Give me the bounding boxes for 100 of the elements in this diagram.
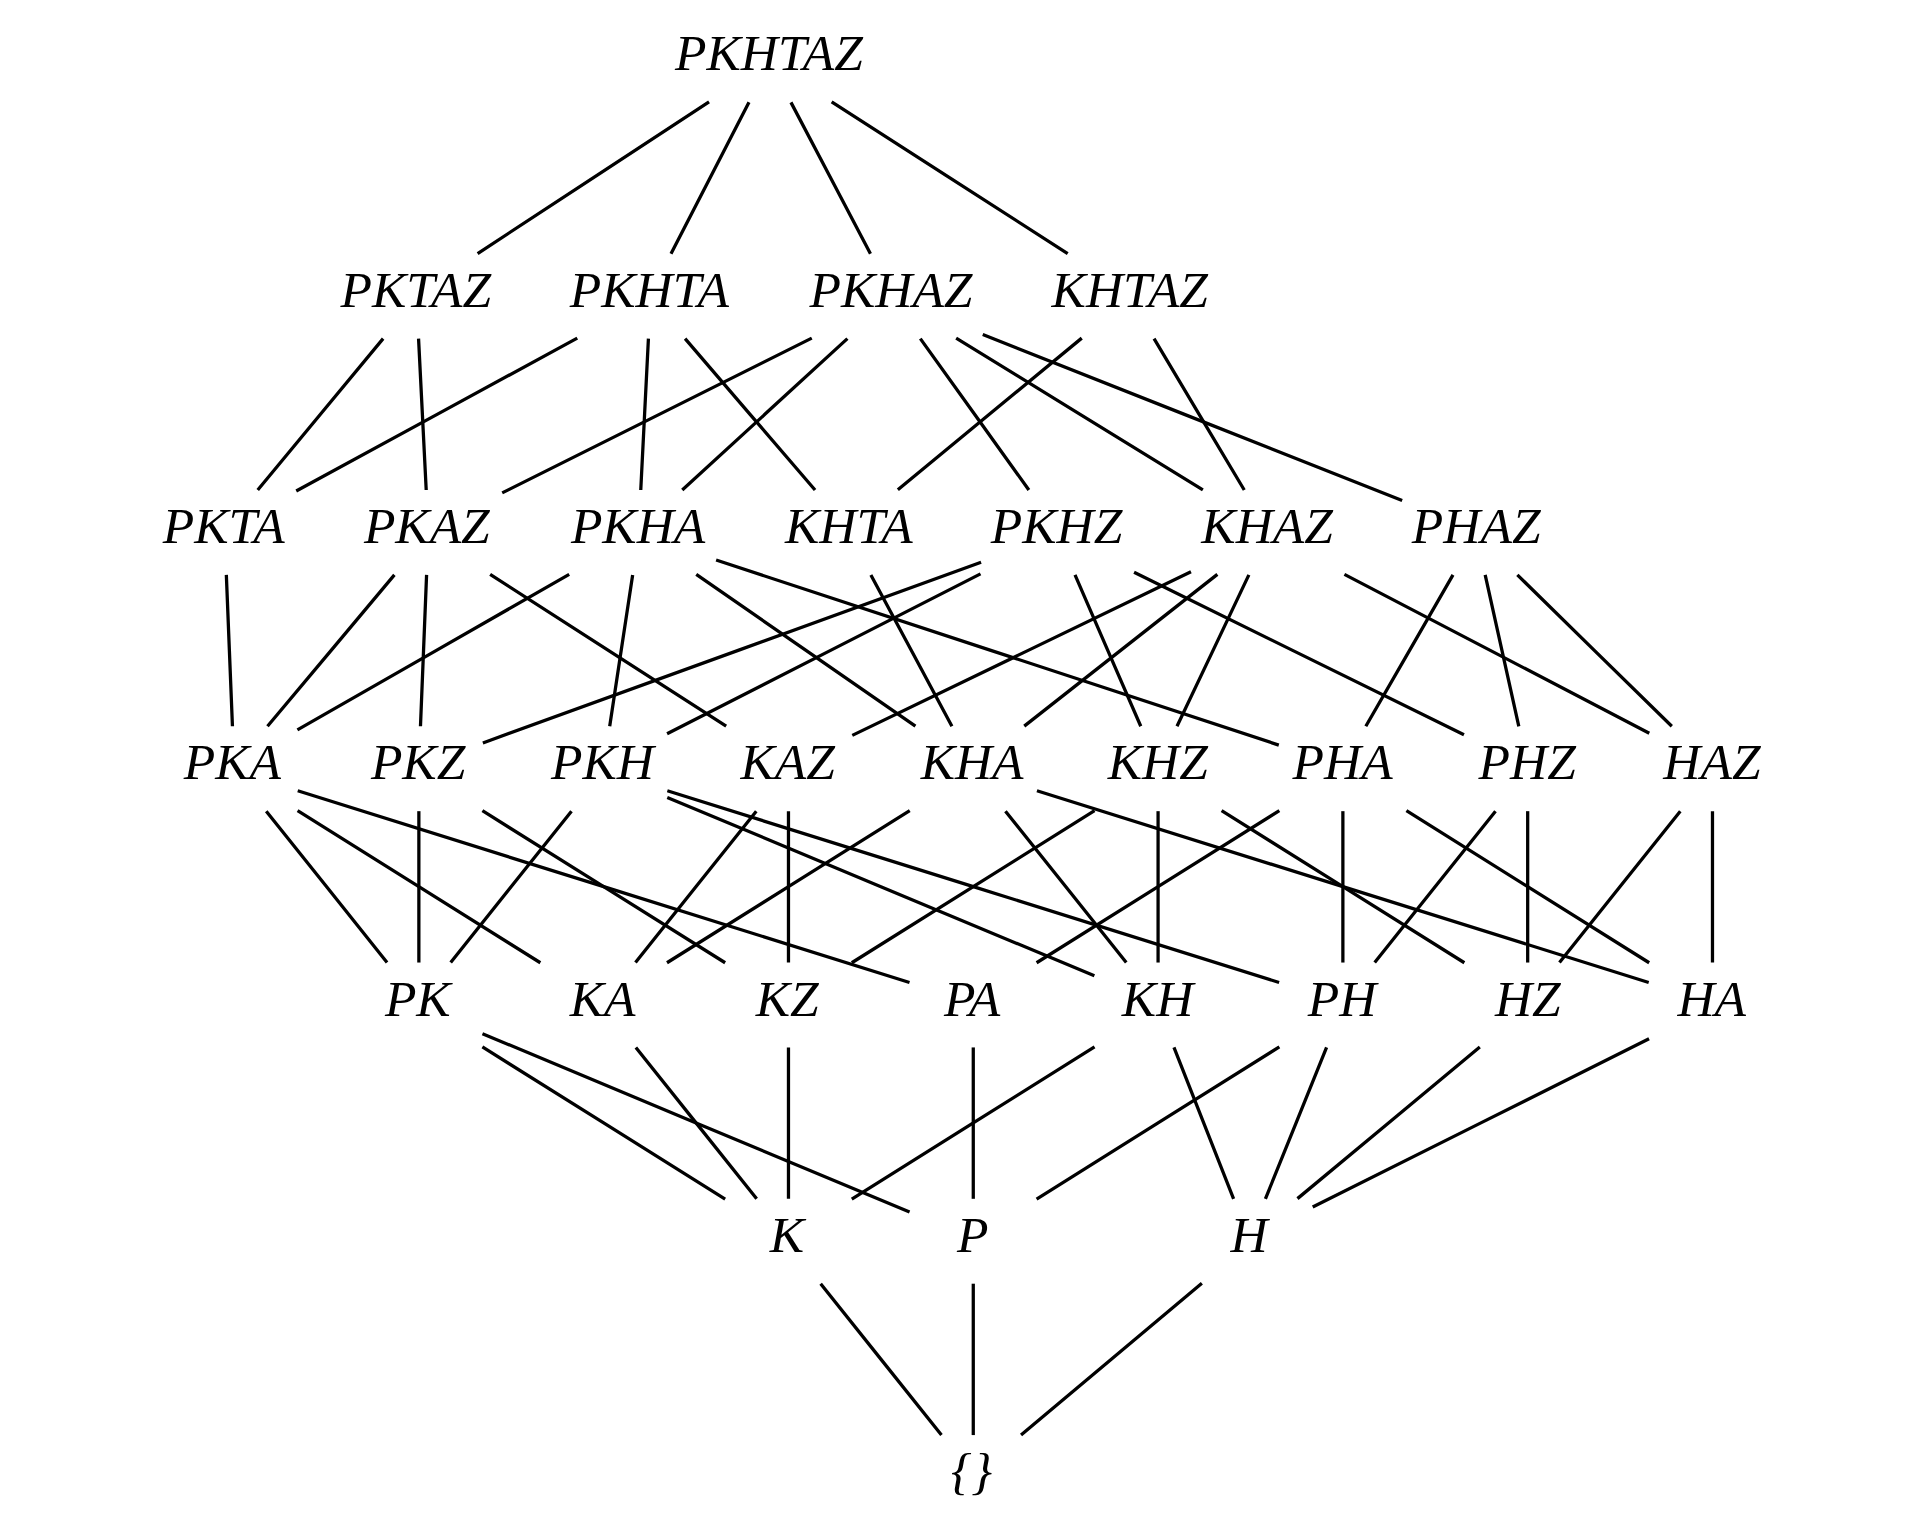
connector — [665, 572, 981, 736]
node-text: PA — [943, 969, 1000, 1027]
connector — [1019, 1281, 1203, 1437]
connector — [476, 100, 710, 255]
connector — [1372, 810, 1497, 964]
node-text: PHZ — [1478, 733, 1576, 791]
connector — [1171, 1046, 1235, 1200]
connector — [896, 336, 1083, 492]
node-text: PKHA — [570, 496, 705, 554]
node-text: PKAZ — [363, 496, 490, 554]
connector — [666, 795, 1095, 978]
connector — [971, 1283, 975, 1436]
connector — [1340, 811, 1344, 963]
connector — [789, 101, 872, 255]
node-text: HZ — [1494, 969, 1561, 1027]
connector — [634, 1046, 758, 1200]
connector — [607, 574, 634, 727]
connector — [868, 574, 953, 728]
connector — [1263, 1046, 1328, 1200]
connector — [1132, 570, 1465, 737]
connector — [786, 1047, 790, 1199]
connector — [418, 574, 428, 727]
connector — [416, 811, 420, 963]
connector — [1295, 1045, 1481, 1200]
node-text: PKHTAZ — [674, 24, 863, 82]
connector — [971, 1047, 975, 1199]
node-text: HAZ — [1662, 733, 1761, 791]
connector — [1525, 811, 1529, 963]
connector — [981, 332, 1403, 503]
connector — [830, 100, 1069, 255]
node-text: PHA — [1292, 733, 1393, 791]
connector — [224, 574, 234, 727]
connector — [633, 810, 758, 964]
node-text: KHAZ — [1200, 496, 1333, 554]
node-text: PKTA — [162, 496, 285, 554]
connector — [500, 336, 812, 495]
connector — [481, 1045, 726, 1201]
connector — [666, 789, 1280, 984]
connector — [488, 573, 727, 728]
connector — [1311, 1037, 1650, 1209]
connector — [1363, 574, 1454, 728]
node-text: {} — [950, 1442, 992, 1500]
connector — [296, 789, 910, 984]
connector — [1405, 809, 1650, 965]
connector — [1073, 574, 1142, 727]
connector — [265, 573, 396, 728]
connector — [1343, 572, 1650, 735]
connector — [264, 810, 388, 964]
node-text: PKZ — [370, 733, 465, 791]
connector — [680, 337, 848, 492]
node-text: PKHAZ — [809, 260, 972, 318]
node-text: PHAZ — [1411, 496, 1541, 554]
connector — [850, 1045, 1095, 1201]
connector — [1483, 574, 1520, 727]
connector — [715, 558, 1279, 747]
node-text: PKH — [550, 733, 654, 791]
connector — [1152, 337, 1246, 491]
node-text: P — [956, 1205, 988, 1263]
connector — [1035, 1045, 1280, 1201]
connector — [851, 570, 1192, 737]
connector — [669, 101, 750, 255]
connector — [1035, 789, 1649, 984]
connector — [850, 809, 1095, 965]
connector — [294, 336, 578, 493]
node-text: PKTAZ — [340, 260, 491, 318]
connector — [1557, 810, 1682, 964]
node-text: PKHTA — [569, 260, 729, 318]
connector — [1035, 809, 1280, 965]
node-text: KHZ — [1107, 733, 1208, 791]
connector — [1003, 810, 1128, 964]
node-text: KAZ — [740, 733, 835, 791]
connector — [481, 1032, 910, 1214]
connector — [296, 572, 570, 732]
connector — [1220, 809, 1465, 965]
connector — [1022, 573, 1218, 728]
connector — [481, 560, 982, 745]
connector — [416, 338, 428, 491]
connector — [638, 338, 650, 491]
node-text: PKA — [183, 733, 281, 791]
connector — [1710, 811, 1714, 963]
connector — [954, 336, 1204, 492]
node-text: KHA — [920, 733, 1024, 791]
connector — [448, 810, 573, 964]
connector — [481, 809, 726, 965]
node-text: KA — [569, 969, 635, 1027]
connector — [665, 809, 911, 965]
node-text: PKHZ — [990, 496, 1122, 554]
connector — [1175, 574, 1250, 727]
connector — [818, 1282, 943, 1437]
connector — [918, 337, 1030, 491]
node-text: H — [1230, 1205, 1268, 1263]
connector — [786, 811, 790, 963]
connector — [256, 337, 384, 492]
node-text: KZ — [755, 969, 819, 1027]
node-text: PK — [384, 969, 451, 1027]
connector — [1155, 811, 1160, 963]
connector — [296, 809, 541, 965]
connector — [1515, 573, 1673, 728]
node-text: HA — [1676, 969, 1746, 1027]
node-text: KHTA — [784, 496, 913, 554]
